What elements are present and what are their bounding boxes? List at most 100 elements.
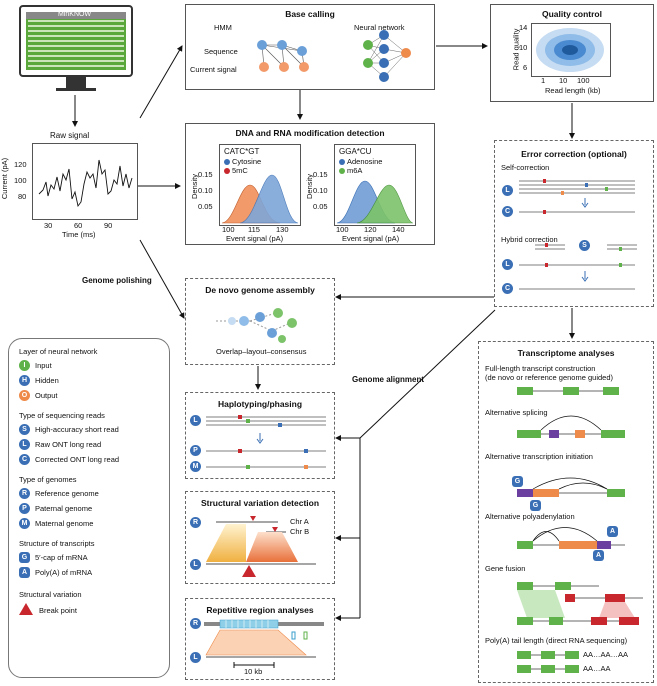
legend-polya: Poly(A) of mRNA — [35, 568, 93, 577]
legend-heading-reads: Type of sequencing reads — [19, 411, 105, 420]
haplotyping-title: Haplotyping/phasing — [217, 399, 303, 409]
right-y-tick-2: 0.05 — [313, 202, 328, 211]
raw-read-legend-icon: L — [19, 439, 30, 450]
right-x-tick-2: 140 — [392, 225, 405, 234]
transcript-item-4: Alternative polyadenylation — [485, 512, 575, 521]
left-xlabel: Event signal (pA) — [226, 234, 284, 243]
long-read-icon-2: L — [190, 559, 201, 570]
transcript-item-6: Poly(A) tail length (direct RNA sequenci… — [485, 636, 628, 645]
long-read-icon: L — [190, 415, 201, 426]
legend-reference: Reference genome — [35, 489, 99, 498]
legend-input: Input — [35, 361, 52, 370]
quality-control-title: Quality control — [542, 9, 602, 19]
right-density-plot: GGA*CU Adenosine m6A — [334, 144, 416, 226]
legend-hidden: Hidden — [35, 376, 59, 385]
genome-polishing-label: Genome polishing — [82, 276, 152, 285]
olc-caption: Overlap–layout–consensus — [216, 347, 307, 356]
5mc-dot — [224, 168, 230, 174]
chr-b-label: Chr B — [290, 527, 310, 536]
qc-plot — [531, 23, 611, 77]
right-x-tick-0: 100 — [336, 225, 349, 234]
reference-icon: R — [190, 517, 201, 528]
left-x-tick-0: 100 — [222, 225, 235, 234]
corrected-read-icon: C — [502, 206, 513, 217]
raw-y-tick-120: 120 — [14, 160, 27, 169]
polya-icon-2: A — [593, 550, 604, 561]
error-correction-panel: Error correction (optional) Self-correct… — [494, 140, 654, 307]
base-calling-panel: Base calling HMM Neural network Sequence… — [185, 4, 435, 90]
transcript-item-2: Alternative splicing — [485, 408, 548, 417]
left-density-curves — [221, 174, 299, 224]
legend-heading-genomes: Type of genomes — [19, 475, 77, 484]
chr-a-label: Chr A — [290, 517, 309, 526]
hidden-icon: H — [19, 375, 30, 386]
error-correction-title: Error correction (optional) — [521, 149, 627, 159]
de-novo-panel: De novo genome assembly Overlap–layout–c… — [185, 278, 335, 365]
repetitive-title: Repetitive region analyses — [206, 605, 314, 615]
legend-raw: Raw ONT long read — [35, 440, 102, 449]
cap-legend-icon: G — [19, 552, 30, 563]
repeat-diagram — [204, 619, 324, 668]
de-novo-title: De novo genome assembly — [205, 285, 315, 295]
left-x-tick-1: 115 — [248, 225, 260, 234]
modification-title: DNA and RNA modification detection — [235, 128, 385, 138]
input-icon: I — [19, 360, 30, 371]
qc-x-tick-1: 1 — [541, 76, 546, 85]
assembly-graph — [216, 308, 297, 343]
paternal-legend-icon: P — [19, 503, 30, 514]
qc-x-tick-100: 100 — [577, 76, 590, 85]
raw-read-icon-2: L — [502, 259, 513, 270]
raw-x-tick-90: 90 — [104, 221, 113, 230]
qc-y-tick-6: 6 — [523, 63, 528, 72]
scale-label: 10 kb — [244, 667, 263, 676]
raw-signal-title: Raw signal — [50, 131, 90, 140]
left-motif: CATC*GT — [224, 147, 260, 156]
base-calling-graphs — [257, 30, 411, 82]
transcript-item-1: (de novo or reference genome guided) — [485, 373, 613, 382]
polya-tail-2: AA…AA — [583, 664, 611, 673]
transcript-item-0: Full-length transcript construction — [485, 364, 596, 373]
left-y-tick-0: 0.15 — [198, 170, 213, 179]
haplotyping-panel: Haplotyping/phasing L P M — [185, 392, 335, 479]
error-correction-reads — [519, 179, 637, 290]
polya-legend-icon: A — [19, 567, 30, 578]
right-motif: GGA*CU — [339, 147, 372, 156]
break-point-legend-icon — [19, 603, 33, 615]
raw-x-tick-30: 30 — [44, 221, 53, 230]
cap-icon-1: G — [512, 476, 523, 487]
reference-icon-2: R — [190, 618, 201, 629]
current-signal-label: Current signal — [190, 65, 237, 74]
repetitive-panel: Repetitive region analyses R L 10 kb — [185, 598, 335, 680]
raw-read-icon: L — [502, 185, 513, 196]
genome-alignment-label: Genome alignment — [352, 375, 425, 384]
qc-xlabel: Read length (kb) — [545, 86, 601, 95]
legend-paternal: Paternal genome — [35, 504, 93, 513]
left-x-tick-2: 130 — [276, 225, 289, 234]
qc-y-tick-10: 10 — [519, 43, 528, 52]
legend-short: High-accuracy short read — [35, 425, 119, 434]
legend-panel: Layer of neural network I Input H Hidden… — [8, 338, 170, 678]
structural-title: Structural variation detection — [200, 498, 320, 508]
modification-panel: DNA and RNA modification detection CATC*… — [185, 123, 435, 245]
right-y-tick-1: 0.10 — [313, 186, 328, 195]
right-y-tick-0: 0.15 — [313, 170, 328, 179]
transcript-item-5: Gene fusion — [485, 564, 526, 573]
raw-signal-trace — [38, 159, 133, 208]
minknow-label: MinKNOW — [58, 11, 92, 18]
right-density-curves — [336, 180, 414, 224]
legend-heading-transcripts: Structure of transcripts — [19, 539, 95, 548]
maternal-icon: M — [190, 461, 201, 472]
legend-cap: 5′-cap of mRNA — [35, 553, 88, 562]
legend-maternal: Maternal genome — [35, 519, 94, 528]
structural-variation-panel: Structural variation detection Chr A Chr… — [185, 491, 335, 584]
transcriptome-panel: Transcriptome analyses Full-length trans… — [478, 341, 654, 683]
base-calling-title: Base calling — [285, 9, 335, 19]
sequence-label: Sequence — [204, 47, 238, 56]
reference-legend-icon: R — [19, 488, 30, 499]
corrected-read-icon-2: C — [502, 283, 513, 294]
raw-y-tick-100: 100 — [14, 176, 27, 185]
polya-tail-1: AA…AA…AA — [583, 650, 629, 659]
monitor-icon — [19, 5, 133, 91]
right-legend-m6a: m6A — [347, 166, 363, 175]
